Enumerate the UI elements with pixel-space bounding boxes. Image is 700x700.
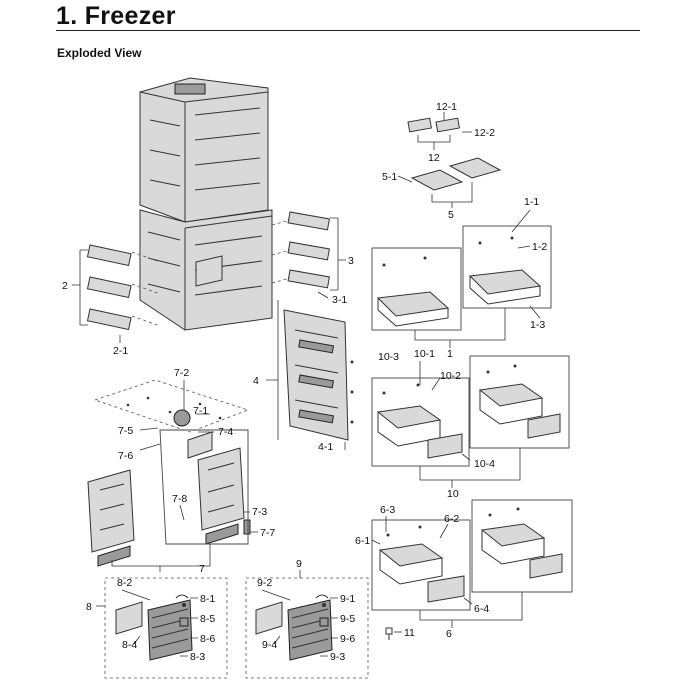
label-1: 1 (447, 348, 453, 360)
label-10-2: 10-2 (440, 370, 461, 382)
label-9-6: 9-6 (340, 633, 355, 645)
section-subtitle: Exploded View (57, 46, 142, 60)
label-4: 4 (253, 375, 259, 387)
label-6-3: 6-3 (380, 504, 395, 516)
label-7-2: 7-2 (174, 367, 189, 379)
label-10: 10 (447, 488, 459, 500)
label-3: 3 (348, 255, 354, 267)
title-rule (56, 30, 640, 31)
label-9-4: 9-4 (262, 639, 277, 651)
label-9-1: 9-1 (340, 593, 355, 605)
label-7: 7 (199, 563, 205, 575)
left-rails (72, 244, 161, 343)
label-7-1: 7-1 (193, 405, 208, 417)
middle-drawer-group-10 (371, 355, 570, 488)
label-3-1: 3-1 (332, 294, 347, 306)
label-7-5: 7-5 (118, 425, 133, 437)
label-7-8: 7-8 (172, 493, 187, 505)
label-2-1: 2-1 (113, 345, 128, 357)
label-10-4: 10-4 (474, 458, 495, 470)
label-9: 9 (296, 558, 302, 570)
label-6: 6 (446, 628, 452, 640)
top-drawer-group-1 (371, 209, 552, 348)
label-8-5: 8-5 (200, 613, 215, 625)
label-9-3: 9-3 (330, 651, 345, 663)
page-title: 1. Freezer (56, 2, 176, 30)
label-12-2: 12-2 (474, 127, 495, 139)
label-2: 2 (62, 280, 68, 292)
label-7-4: 7-4 (218, 426, 233, 438)
label-5-1: 5-1 (382, 171, 397, 183)
label-1-3: 1-3 (530, 319, 545, 331)
label-10-3: 10-3 (378, 351, 399, 363)
label-10-1: 10-1 (414, 348, 435, 360)
label-6-1: 6-1 (355, 535, 370, 547)
label-8-3: 8-3 (190, 651, 205, 663)
label-12-1: 12-1 (436, 101, 457, 113)
label-4-1: 4-1 (318, 441, 333, 453)
label-8: 8 (86, 601, 92, 613)
label-9-5: 9-5 (340, 613, 355, 625)
label-12: 12 (428, 152, 440, 164)
heater-assembly-8 (96, 577, 228, 679)
right-rails (271, 211, 346, 299)
label-6-4: 6-4 (474, 603, 489, 615)
label-5: 5 (448, 209, 454, 221)
label-8-1: 8-1 (200, 593, 215, 605)
ice-trays-5 (397, 157, 502, 208)
label-6-2: 6-2 (444, 513, 459, 525)
label-7-7: 7-7 (260, 527, 275, 539)
freezer-cabinet (139, 77, 273, 331)
clip-11 (385, 627, 402, 640)
label-7-3: 7-3 (252, 506, 267, 518)
label-7-6: 7-6 (118, 450, 133, 462)
door-cover (266, 300, 354, 450)
heater-assembly-9 (245, 570, 369, 679)
label-8-6: 8-6 (200, 633, 215, 645)
label-11: 11 (404, 627, 415, 639)
label-9-2: 9-2 (257, 577, 272, 589)
label-1-2: 1-2 (532, 241, 547, 253)
tray-set-12 (407, 112, 472, 150)
evaporator-cover-assembly-7 (87, 379, 258, 572)
label-1-1: 1-1 (524, 196, 539, 208)
label-8-4: 8-4 (122, 639, 137, 651)
label-8-2: 8-2 (117, 577, 132, 589)
bottom-drawer-group-6 (371, 499, 573, 628)
